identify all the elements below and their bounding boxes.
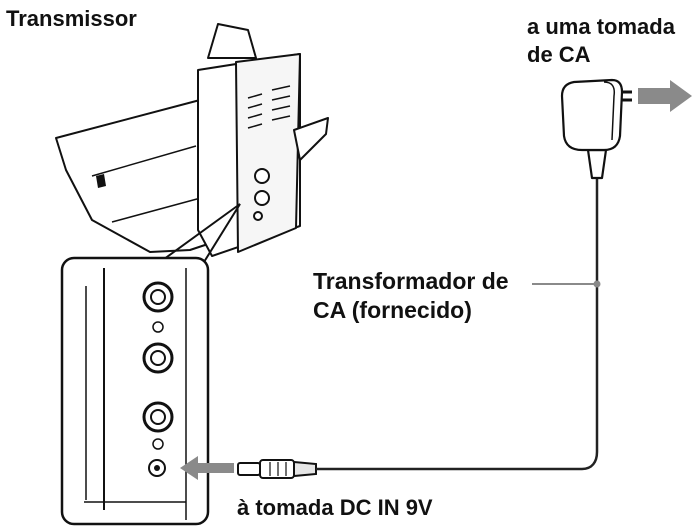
dc-in-jack-icon: [148, 459, 166, 477]
jack-icon: [254, 168, 270, 184]
rca-jack-icon: [142, 281, 174, 313]
ac-adapter-label: Transformador de CA (fornecido): [313, 267, 509, 325]
transmitter-antenna: [207, 23, 257, 59]
dc-in-label: à tomada DC IN 9V: [237, 495, 433, 520]
ac-adapter-label-line2: CA (fornecido): [313, 297, 472, 323]
zoom-panel-frame: [60, 256, 210, 526]
outlet-label-line2: de CA: [527, 42, 591, 67]
transmitter-label: Transmissor: [6, 6, 137, 31]
indicator-icon: [152, 438, 164, 450]
jack-icon: [254, 190, 270, 206]
outlet-label-line1: a uma tomada: [527, 14, 675, 39]
transmitter-cradle-right: [293, 117, 329, 161]
dc-plug-icon: [237, 459, 317, 479]
adapter-leader-dot: [593, 280, 601, 288]
rca-jack-icon: [142, 342, 174, 374]
ac-adapter-label-line1: Transformador de: [313, 268, 509, 294]
ac-adapter-icon: [560, 78, 632, 180]
jack-icon: [253, 211, 263, 221]
rca-jack-icon: [142, 401, 174, 433]
indicator-icon: [152, 321, 164, 333]
transmitter-device: [55, 23, 329, 257]
to-outlet-arrow-icon: [638, 80, 692, 112]
plug-in-arrow-icon: [180, 456, 234, 480]
outlet-label: a uma tomada de CA: [527, 13, 675, 69]
power-cable: [316, 178, 599, 471]
zoom-panel: [60, 256, 210, 526]
zoom-callout-wedge: [159, 203, 241, 263]
